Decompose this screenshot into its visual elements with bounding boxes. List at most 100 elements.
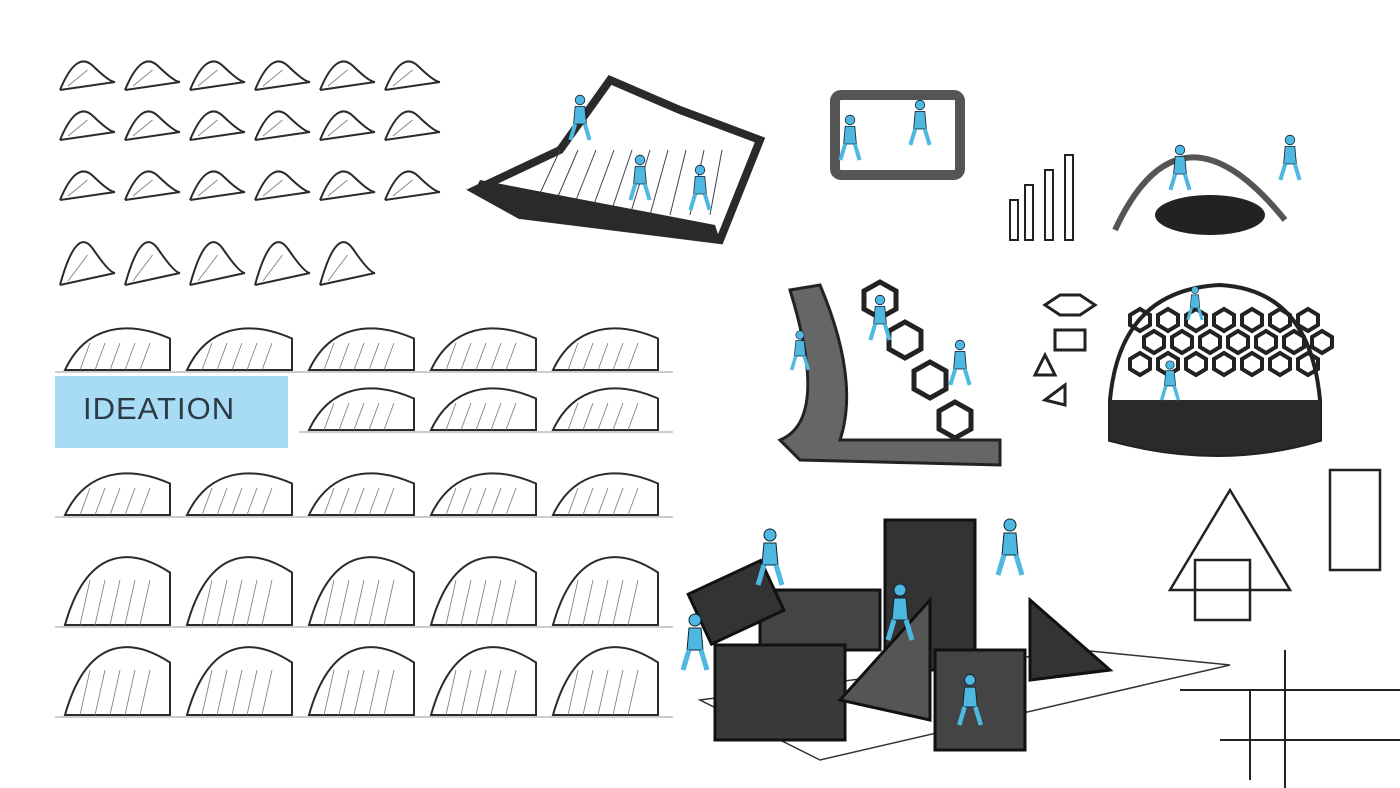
hatch-line [445, 487, 457, 516]
hatch-line [597, 342, 609, 371]
form-sketch [63, 556, 171, 626]
hatch-line [139, 487, 151, 516]
hatch-line [109, 669, 121, 716]
hatch-line [383, 579, 395, 626]
figure-body [633, 166, 647, 185]
figure-body [1189, 294, 1201, 309]
hatch-line [132, 69, 153, 87]
hatch-line [445, 342, 457, 371]
hatch-line [597, 669, 609, 716]
form-sketch [384, 60, 441, 91]
human-figure [995, 518, 1025, 576]
form-sketch [429, 327, 537, 371]
hatch-line [94, 342, 106, 371]
form-sketch [384, 110, 441, 141]
figure-head [763, 528, 777, 542]
form-sketch [63, 472, 171, 516]
form-sketch [124, 170, 181, 201]
square-shape [1053, 328, 1087, 352]
hatch-line [597, 579, 609, 626]
hex-cell [1268, 306, 1292, 334]
hatch-line [392, 179, 413, 197]
hatch-line [231, 487, 243, 516]
hatch-line [139, 342, 151, 371]
hatch-line [567, 487, 579, 516]
hatch-line [67, 69, 88, 87]
human-figure [628, 154, 652, 201]
human-figure [789, 330, 811, 371]
hex-cell [1156, 306, 1180, 334]
hatch-line [612, 342, 624, 371]
form-sketch [63, 327, 171, 371]
hatch-line [139, 579, 151, 626]
figure-head [1191, 286, 1199, 294]
hatch-line [79, 579, 91, 626]
figure-head [1174, 144, 1186, 156]
hatch-line [246, 487, 258, 516]
figure-legs [1159, 385, 1181, 401]
hatch-line [490, 487, 502, 516]
hatch-line [627, 579, 639, 626]
hatch-line [79, 342, 91, 371]
hatch-line [475, 487, 487, 516]
form-sketch [551, 472, 659, 516]
hatch-line [445, 402, 457, 431]
hatch-line [490, 669, 502, 716]
figure-legs [1278, 163, 1302, 181]
form-sketch [319, 241, 376, 286]
hatch-line [490, 579, 502, 626]
hatch-line [582, 402, 594, 431]
hatch-line [353, 669, 365, 716]
figure-body [573, 106, 587, 125]
human-figure [838, 114, 862, 161]
hatch-line [327, 254, 348, 282]
figure-legs [1168, 173, 1192, 191]
hatch-line [262, 179, 283, 197]
figure-head [844, 114, 856, 126]
hatch-line [323, 579, 335, 626]
human-figure [1278, 134, 1302, 181]
hatch-line [261, 579, 273, 626]
figure-legs [755, 564, 785, 586]
hatch-line [323, 342, 335, 371]
human-figure [1159, 360, 1181, 401]
hatch-line [327, 179, 348, 197]
form-sketch [254, 170, 311, 201]
human-figure [885, 583, 915, 641]
hatch-line [460, 669, 472, 716]
hatch-line [327, 69, 348, 87]
hatch-line [338, 402, 350, 431]
form-sketch [429, 472, 537, 516]
hatch-line [132, 254, 153, 282]
ideation-label-highlight [55, 376, 288, 448]
hatch-line [197, 179, 218, 197]
hatch-line [201, 487, 213, 516]
hatch-line [201, 669, 213, 716]
hatch-line [505, 487, 517, 516]
figure-body [891, 597, 909, 621]
human-figure [568, 94, 592, 141]
figure-legs [789, 355, 811, 371]
hex-cell [1282, 328, 1306, 356]
pipe-cube [830, 90, 965, 180]
form-sketch [59, 60, 116, 91]
hatch-line [197, 254, 218, 282]
figure-body [962, 686, 978, 708]
form-sketch [319, 60, 376, 91]
hatch-line [124, 579, 136, 626]
form-sketch [551, 646, 659, 716]
hatch-line [216, 669, 228, 716]
hatch-line [490, 342, 502, 371]
hatch-line [323, 487, 335, 516]
hatch-line [79, 487, 91, 516]
hatch-line [124, 342, 136, 371]
hatch-line [505, 402, 517, 431]
figure-head [874, 294, 886, 306]
hatch-line [79, 669, 91, 716]
form-sketch [551, 327, 659, 371]
hatch-line [490, 402, 502, 431]
hatch-line [94, 579, 106, 626]
hatch-line [338, 342, 350, 371]
form-sketch [307, 327, 415, 371]
